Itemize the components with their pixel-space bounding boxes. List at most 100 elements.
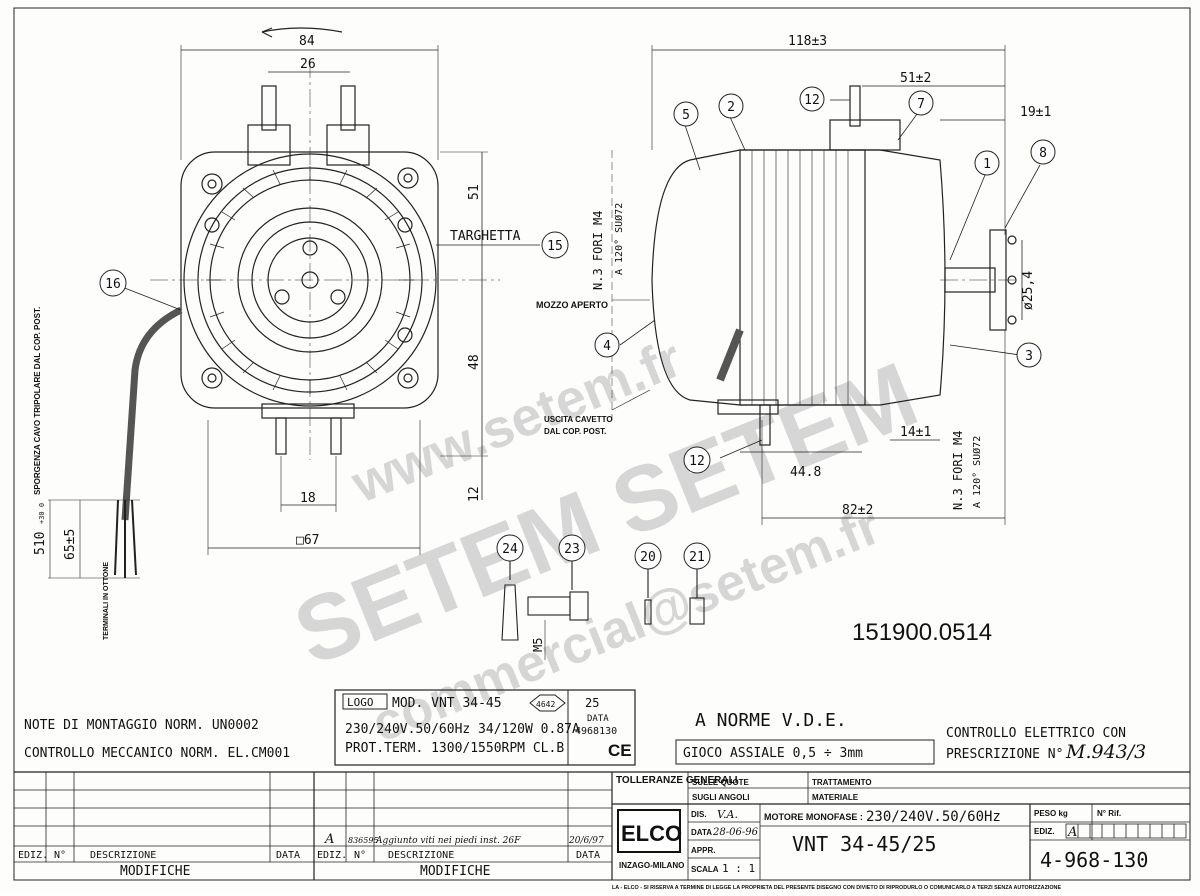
gioco-text: GIOCO ASSIALE 0,5 ÷ 3mm bbox=[683, 746, 863, 761]
scala-label: SCALA bbox=[691, 865, 719, 874]
holes-bottom: N.3 FORI M4 bbox=[951, 431, 965, 510]
nameplate-logo: LOGO bbox=[347, 696, 374, 709]
dim-foot: 12 bbox=[467, 486, 482, 502]
balloon-5: 5 bbox=[682, 108, 690, 123]
dim-lower: 48 bbox=[467, 354, 482, 370]
balloon-2: 2 bbox=[727, 100, 735, 115]
nameplate-protection: PROT.TERM. 1300/1550RPM CL.B bbox=[345, 741, 564, 756]
rif-label: N° Rif. bbox=[1097, 809, 1121, 818]
dim-510: 510 bbox=[33, 532, 48, 555]
nameplate-code-bottom: 4968130 bbox=[575, 726, 617, 737]
norme-text: A NORME V.D.E. bbox=[695, 710, 847, 731]
rotation-arrow-icon bbox=[261, 27, 343, 33]
trattamento: TRATTAMENTO bbox=[812, 778, 872, 787]
balloon-24: 24 bbox=[502, 542, 518, 557]
prescrizione-label: PRESCRIZIONE N° bbox=[946, 747, 1063, 762]
balloon-labels: 16 15 5 2 12 7 1 8 3 4 12 24 23 20 21 bbox=[105, 93, 1047, 565]
mod-left-date: DATA bbox=[276, 850, 300, 861]
motore-value: 230/240V.50/60Hz bbox=[866, 809, 1001, 825]
mod-right-num: N° bbox=[354, 850, 366, 861]
title-block-grid bbox=[612, 772, 1190, 880]
nameplate: LOGO MOD. VNT 34-45 4642 230/240V.50/60H… bbox=[334, 689, 636, 766]
note-montaggio: NOTE DI MONTAGGIO NORM. UN0002 bbox=[24, 718, 259, 733]
uscita-label: USCITA CAVETTO bbox=[544, 415, 613, 424]
ce-mark: CE bbox=[608, 741, 632, 760]
dim-65: 65±5 bbox=[63, 529, 78, 560]
motore-label: MOTORE MONOFASE : bbox=[764, 812, 863, 822]
shaft-hub bbox=[989, 229, 1007, 331]
mod-row-ediz: A bbox=[324, 832, 334, 847]
mod-left-num: N° bbox=[54, 850, 66, 861]
drawing-number: 151900.0514 bbox=[852, 619, 992, 646]
motor-body-side bbox=[651, 149, 946, 406]
balloon-21: 21 bbox=[689, 550, 705, 565]
dim-25: ø25,4 bbox=[1021, 271, 1036, 310]
terminals-label: TERMINALI IN OTTONE bbox=[103, 562, 110, 640]
balloon-7: 7 bbox=[917, 97, 925, 112]
balloon-8: 8 bbox=[1039, 146, 1047, 161]
nameplate-code-top: 25 bbox=[585, 696, 599, 710]
balloon-1: 1 bbox=[983, 157, 991, 172]
dim-upper: 51 bbox=[467, 184, 482, 200]
dim-14: 14±1 bbox=[900, 425, 931, 440]
dim-510-tol: +30 0 bbox=[38, 503, 46, 524]
mozzo-label: MOZZO APERTO bbox=[536, 300, 608, 310]
dim-19: 19±1 bbox=[1020, 105, 1051, 120]
cable bbox=[121, 306, 183, 521]
balloon-16: 16 bbox=[105, 277, 121, 292]
mod-left-title: MODIFICHE bbox=[120, 864, 190, 879]
model-name: VNT 34-45/25 bbox=[792, 832, 937, 856]
scala-value: 1 : 1 bbox=[722, 862, 755, 875]
dim-square: □67 bbox=[296, 533, 319, 548]
holes-bottom-sub: A 120° SUØ72 bbox=[971, 436, 983, 508]
peso-label: PESO kg bbox=[1034, 809, 1068, 818]
ediz-value: A bbox=[1067, 825, 1077, 840]
balloon-3: 3 bbox=[1025, 349, 1033, 364]
front-view bbox=[48, 27, 540, 579]
legal-notice: LA - ELCO - SI RISERVA A TERMINE DI LEGG… bbox=[612, 885, 1061, 891]
sugli-angoli: SUGLI ANGOLI bbox=[692, 793, 749, 802]
mod-row-date: 20/6/97 bbox=[568, 836, 604, 846]
balloons bbox=[99, 86, 1056, 570]
dis-label: DIS. bbox=[691, 810, 707, 819]
note-meccanico: CONTROLLO MECCANICO NORM. EL.CM001 bbox=[24, 746, 290, 761]
balloon-20: 20 bbox=[640, 550, 656, 565]
mod-left-ediz: EDIZ. bbox=[18, 850, 48, 861]
company-location: INZAGO-MILANO bbox=[619, 861, 684, 870]
sheet-border bbox=[13, 7, 1191, 881]
nameplate-badge: 4642 bbox=[536, 700, 555, 709]
balloon-23: 23 bbox=[564, 542, 580, 557]
label-targhetta: TARGHETTA bbox=[450, 229, 521, 244]
cable-label: SPORGENZA CAVO TRIPOLARE DAL COP. POST. bbox=[33, 307, 42, 495]
dis-value: V.A. bbox=[717, 808, 738, 821]
modifiche-grid bbox=[14, 771, 1190, 880]
company-logo: ELCO bbox=[621, 821, 682, 846]
data-value: 28-06-96 bbox=[712, 827, 759, 838]
ediz-label: EDIZ. bbox=[1034, 827, 1054, 836]
controllo-elettrico: CONTROLLO ELETTRICO CON bbox=[946, 726, 1126, 741]
balloon-12-top: 12 bbox=[804, 93, 820, 108]
mod-right-date: DATA bbox=[576, 850, 600, 861]
data-label: DATA bbox=[691, 828, 712, 837]
materiale: MATERIALE bbox=[812, 793, 859, 802]
modifiche-labels: EDIZ. N° DESCRIZIONE DATA EDIZ. N° DESCR… bbox=[18, 832, 604, 879]
mod-right-title: MODIFICHE bbox=[420, 864, 490, 879]
drawing-code: 4-968-130 bbox=[1040, 848, 1148, 872]
balloon-12-bottom: 12 bbox=[689, 454, 705, 469]
dim-width: 84 bbox=[299, 34, 315, 49]
appr-label: APPR. bbox=[691, 846, 715, 855]
nameplate-code-mid: DATA bbox=[587, 714, 609, 724]
front-view-labels: 84 26 51 48 12 18 □67 TARGHETTA SPORGENZ… bbox=[33, 34, 521, 640]
side-view bbox=[611, 45, 1041, 525]
balloon-4: 4 bbox=[603, 339, 611, 354]
tolleranze: TOLLERANZE GENERALI bbox=[616, 775, 738, 786]
small-parts bbox=[501, 561, 705, 660]
prescrizione-value: M.943/3 bbox=[1065, 741, 1146, 763]
mod-row-num: 836595 bbox=[348, 836, 379, 845]
dim-51: 51±2 bbox=[900, 71, 931, 86]
side-view-labels: 118±3 51±2 19±1 ø25,4 14±1 44.8 82±2 N.3… bbox=[536, 34, 1051, 518]
mod-left-desc: DESCRIZIONE bbox=[90, 850, 156, 861]
dim-total: 118±3 bbox=[788, 34, 827, 49]
